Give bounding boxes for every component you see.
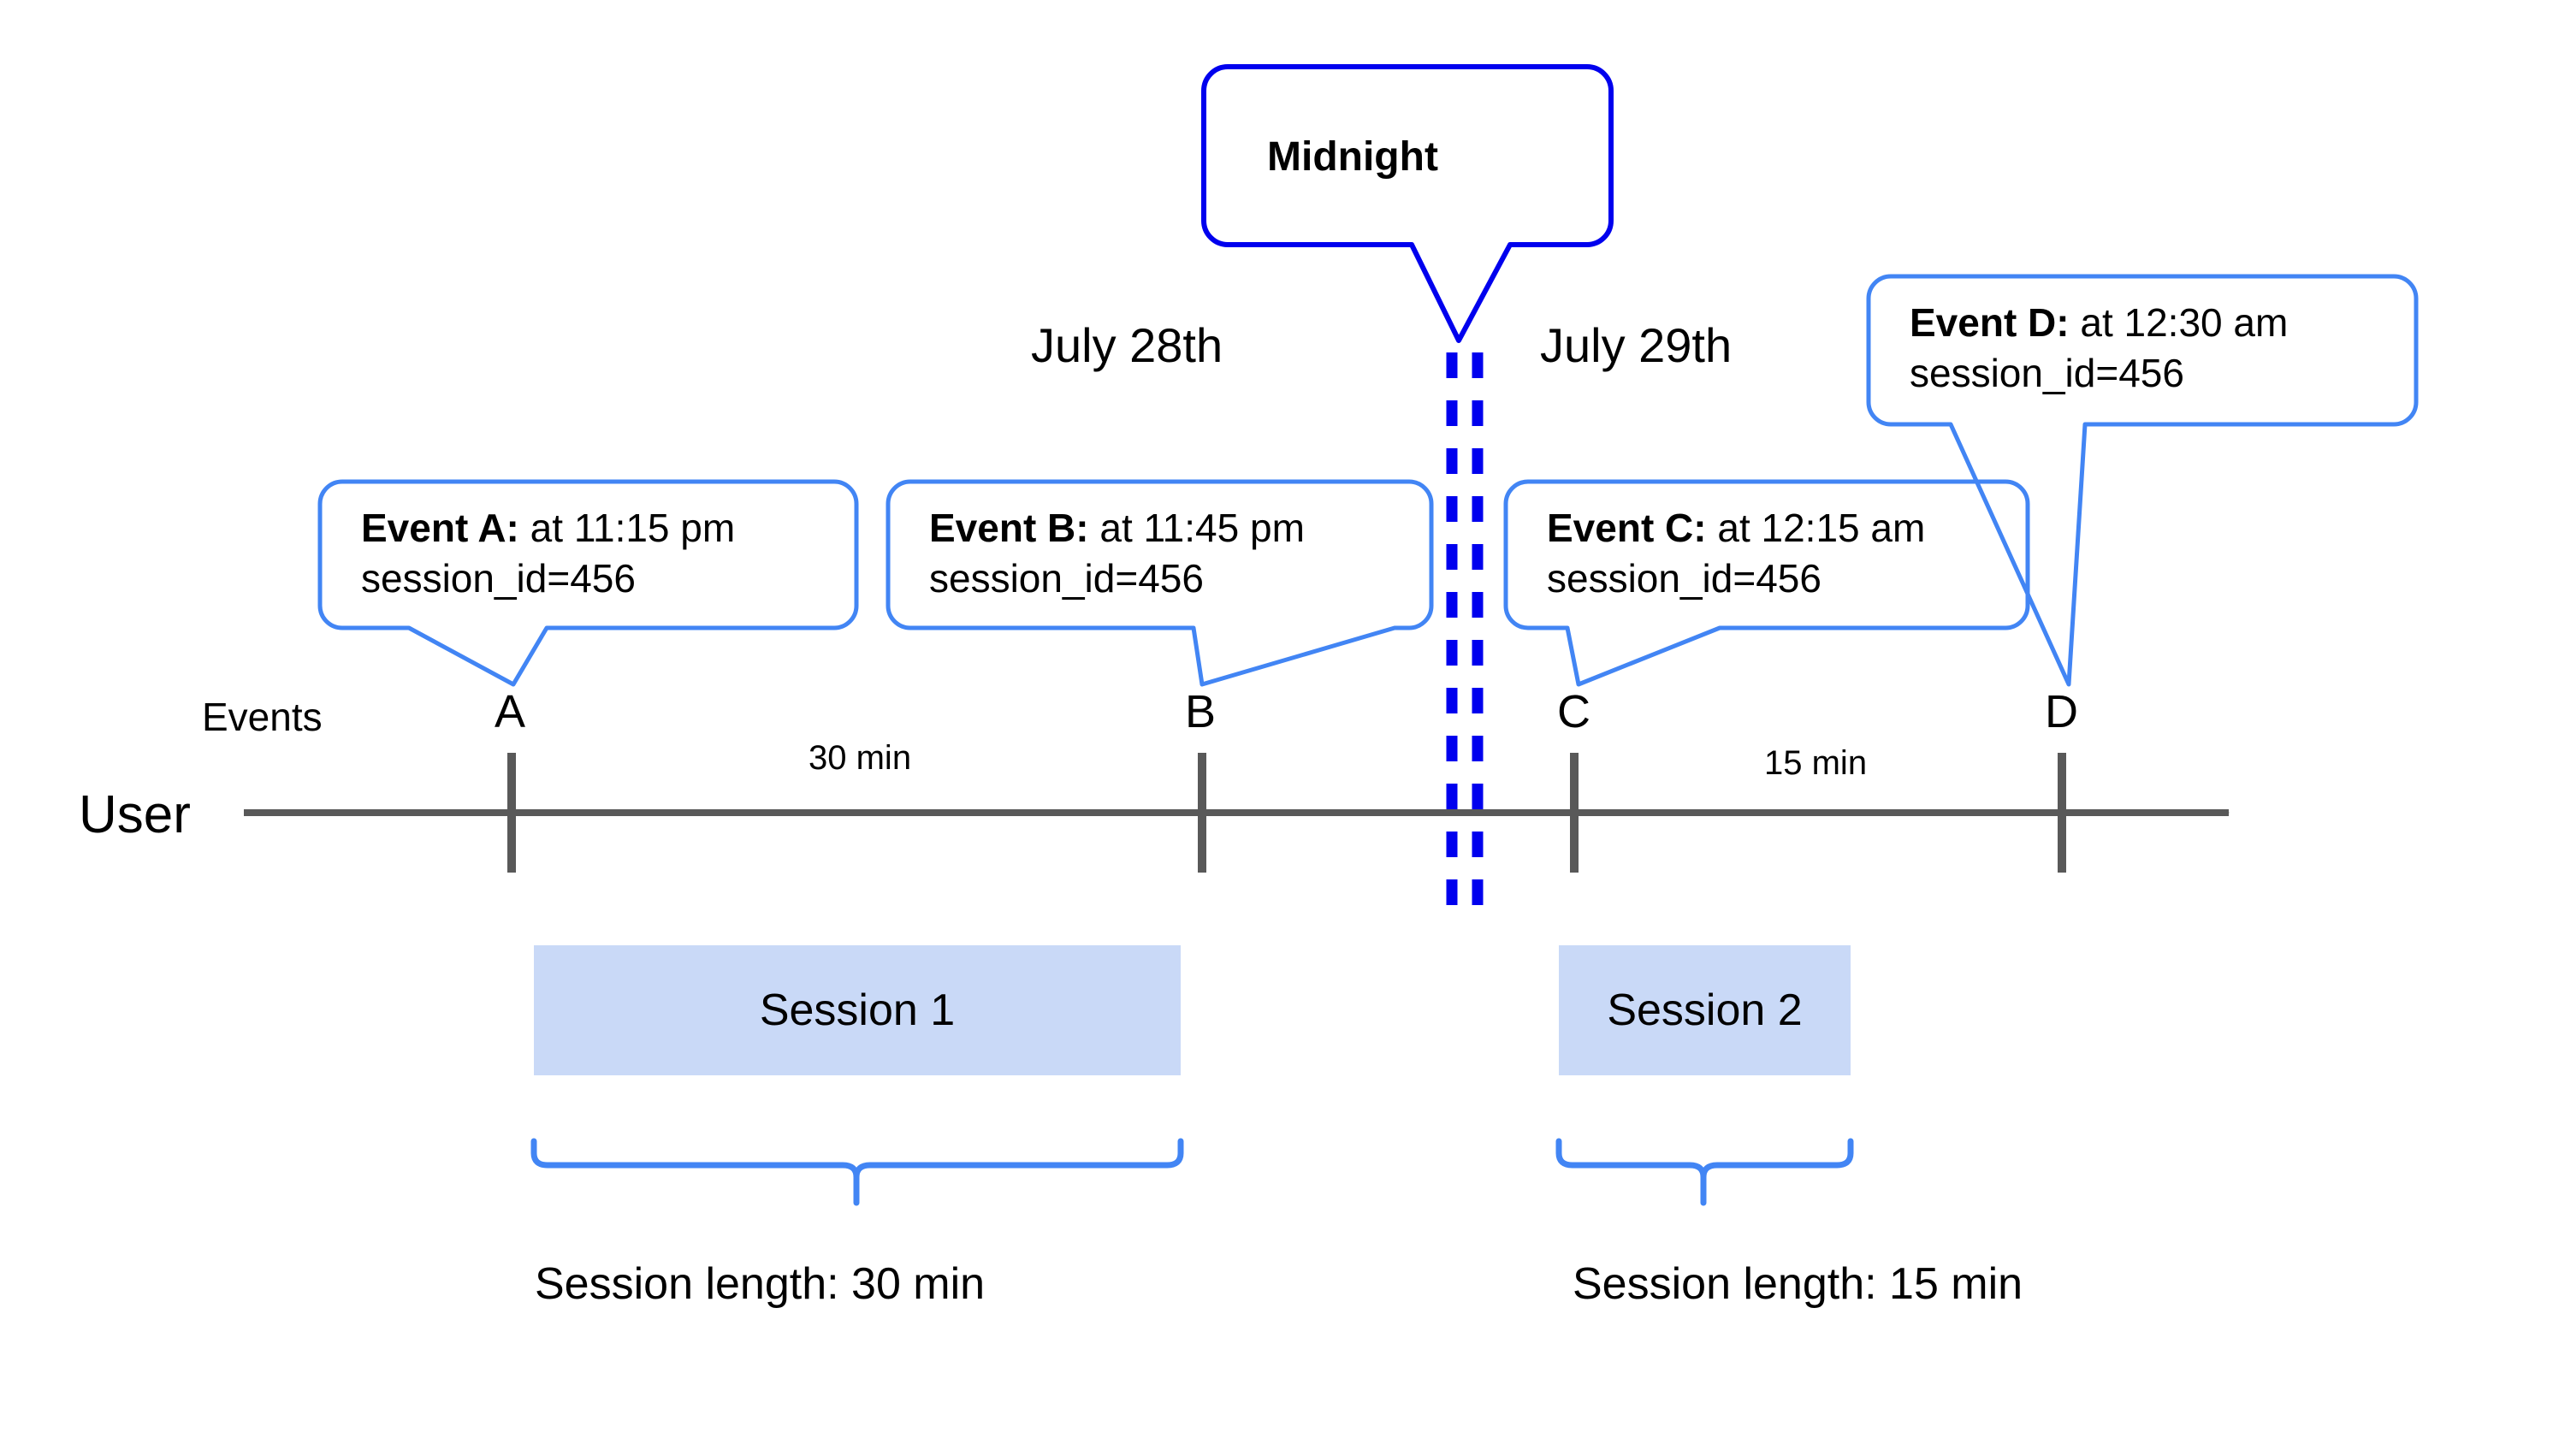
callout-shape-event-c bbox=[1503, 479, 2030, 687]
tick-label-a: A bbox=[495, 686, 526, 737]
callout-c-line2: session_id=456 bbox=[1547, 555, 1821, 601]
tick-label-d: D bbox=[2045, 686, 2078, 737]
callout-b-line2: session_id=456 bbox=[929, 555, 1204, 601]
events-row-label: Events bbox=[202, 695, 323, 739]
callout-shape-event-a bbox=[317, 479, 859, 687]
callout-b-rest: at 11:45 pm bbox=[1088, 506, 1305, 550]
callout-a-bold: Event A: bbox=[361, 506, 519, 550]
session-1-brace bbox=[530, 1138, 1184, 1206]
midnight-label: Midnight bbox=[1267, 134, 1438, 180]
callout-d-rest: at 12:30 am bbox=[2069, 300, 2289, 345]
midnight-dashed-lines bbox=[1446, 352, 1484, 922]
callout-text-event-a: Event A: at 11:15 pm session_id=456 bbox=[361, 503, 735, 604]
date-label-right: July 29th bbox=[1540, 318, 1733, 372]
callout-shape-event-d bbox=[1866, 274, 2419, 687]
callout-c-bold: Event C: bbox=[1547, 506, 1707, 550]
session-box-2: Session 2 bbox=[1559, 945, 1851, 1075]
callout-text-event-d: Event D: at 12:30 am session_id=456 bbox=[1910, 298, 2288, 399]
callout-shape-event-b bbox=[886, 479, 1434, 687]
session-2-brace bbox=[1555, 1138, 1854, 1206]
session-length-caption-1: Session length: 30 min bbox=[535, 1259, 986, 1309]
duration-label-a-b: 30 min bbox=[809, 739, 912, 777]
callout-c-rest: at 12:15 am bbox=[1706, 506, 1926, 550]
tick-label-b: B bbox=[1185, 686, 1217, 737]
callout-a-line2: session_id=456 bbox=[361, 555, 636, 601]
session-box-2-label: Session 2 bbox=[1607, 985, 1803, 1035]
session-box-1: Session 1 bbox=[534, 945, 1181, 1075]
user-row-label: User bbox=[79, 785, 191, 844]
callout-d-bold: Event D: bbox=[1910, 300, 2070, 345]
session-length-caption-2: Session length: 15 min bbox=[1573, 1259, 2023, 1309]
callout-text-event-c: Event C: at 12:15 am session_id=456 bbox=[1547, 503, 1925, 604]
callout-text-event-b: Event B: at 11:45 pm session_id=456 bbox=[929, 503, 1305, 604]
timeline-axis bbox=[244, 753, 2230, 873]
callout-a-rest: at 11:15 pm bbox=[518, 506, 736, 550]
tick-label-c: C bbox=[1557, 686, 1590, 737]
date-label-left: July 28th bbox=[1031, 318, 1223, 372]
callout-b-bold: Event B: bbox=[929, 506, 1089, 550]
callout-d-line2: session_id=456 bbox=[1910, 350, 2184, 395]
session-box-1-label: Session 1 bbox=[759, 985, 956, 1035]
duration-label-c-d: 15 min bbox=[1764, 744, 1868, 782]
midnight-callout-shape bbox=[1201, 64, 1614, 343]
